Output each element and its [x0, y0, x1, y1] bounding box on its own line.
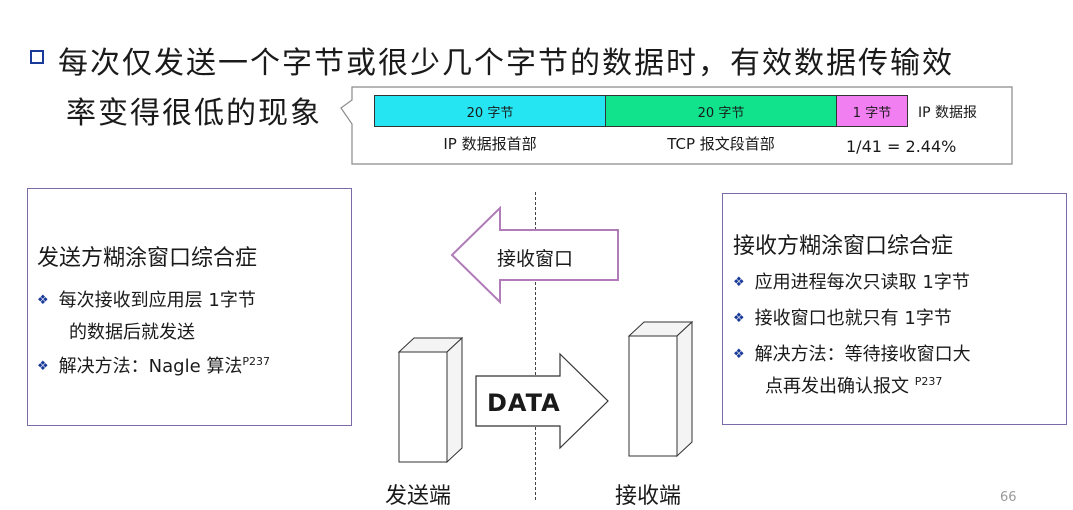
diamond-bullet-icon: ❖ — [733, 311, 745, 326]
datagram-tcp-header-segment: 20 字节 — [605, 95, 837, 127]
receiver-sws-title: 接收方糊涂窗口综合症 — [733, 234, 954, 259]
data-arrow — [475, 352, 609, 450]
diamond-bullet-icon: ❖ — [733, 347, 745, 362]
receiver-host-icon — [627, 320, 694, 458]
receiver-label: 接收端 — [615, 484, 682, 509]
page-reference: P237 — [914, 375, 943, 388]
efficiency-ratio: 1/41 = 2.44% — [846, 137, 957, 156]
receiver-bullet-3-text-continued: 点再发出确认报文 — [765, 376, 915, 397]
sender-bullet-1-continued: 的数据后就发送 — [69, 322, 195, 343]
datagram-ip-header-segment: 20 字节 — [374, 95, 606, 127]
sender-bullet-1-text: 每次接收到应用层 1字节 — [58, 290, 256, 311]
sender-sws-box — [27, 188, 352, 426]
sender-bullet-2-text: 解决方法：Nagle 算法 — [58, 356, 243, 377]
diamond-bullet-icon: ❖ — [37, 293, 49, 308]
receiver-sws-box — [722, 193, 1067, 425]
receive-window-arrow — [450, 206, 619, 304]
title-line-2: 率变得很低的现象 — [66, 96, 322, 131]
sender-sws-title: 发送方糊涂窗口综合症 — [37, 246, 258, 271]
page-reference: P237 — [242, 355, 271, 368]
sender-bullet-1: ❖ 每次接收到应用层 1字节 — [37, 286, 256, 312]
title-line-1: 每次仅发送一个字节或很少几个字节的数据时，有效数据传输效 — [58, 46, 954, 81]
ip-header-label: IP 数据报首部 — [443, 135, 537, 153]
sender-host-icon — [397, 336, 464, 464]
page-number: 66 — [1000, 490, 1017, 505]
receiver-bullet-3: ❖ 解决方法：等待接收窗口大 — [733, 340, 971, 366]
receiver-bullet-2-text: 接收窗口也就只有 1字节 — [754, 308, 952, 329]
receive-window-label: 接收窗口 — [497, 248, 574, 270]
sender-label: 发送端 — [385, 484, 452, 509]
receiver-bullet-3-text: 解决方法：等待接收窗口大 — [754, 344, 971, 365]
receiver-bullet-2: ❖ 接收窗口也就只有 1字节 — [733, 304, 952, 330]
receiver-bullet-1-text: 应用进程每次只读取 1字节 — [754, 272, 970, 293]
tcp-header-label: TCP 报文段首部 — [667, 135, 775, 153]
divider-dashed-line — [535, 192, 536, 500]
ip-datagram-label: IP 数据报 — [918, 105, 978, 121]
receiver-bullet-3-continued: 点再发出确认报文 P237 — [765, 372, 942, 398]
receiver-bullet-1: ❖ 应用进程每次只读取 1字节 — [733, 268, 970, 294]
diamond-bullet-icon: ❖ — [733, 275, 745, 290]
diamond-bullet-icon: ❖ — [37, 359, 49, 374]
data-label: DATA — [487, 389, 561, 417]
datagram-data-segment: 1 字节 — [836, 95, 908, 127]
title-bullet-icon — [30, 50, 44, 64]
sender-bullet-2: ❖ 解决方法：Nagle 算法P237 — [37, 352, 270, 378]
